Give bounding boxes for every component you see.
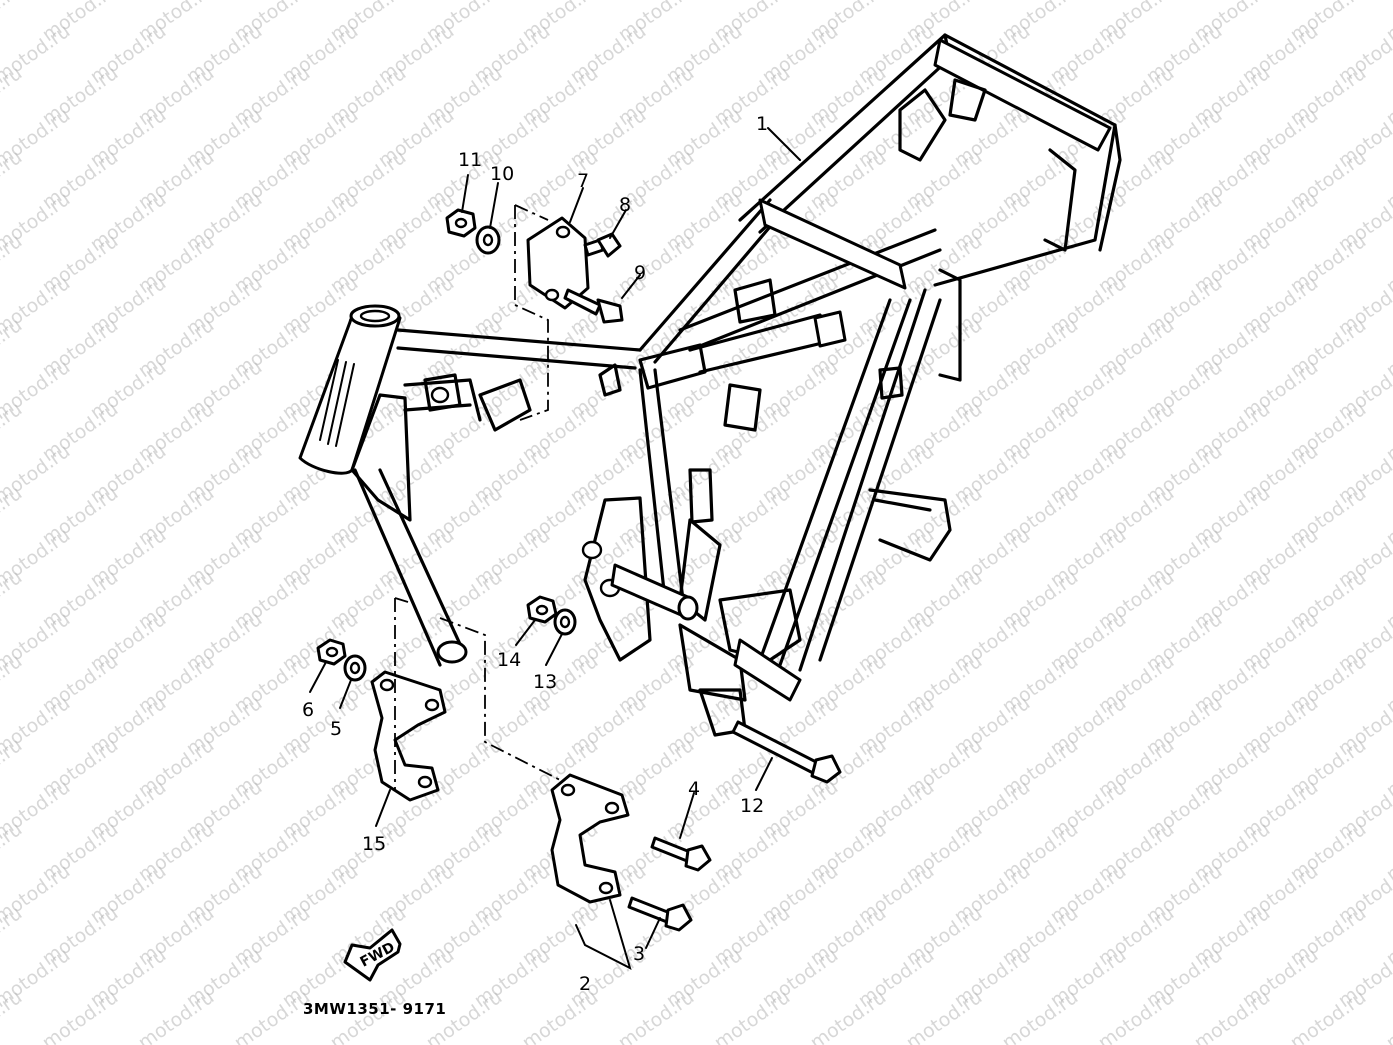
nut-11: [445, 208, 477, 238]
callout-8: 8: [619, 194, 631, 216]
callout-4: 4: [688, 778, 700, 800]
watermark-text: motod.ru: [230, 986, 314, 1045]
callout-12: 12: [740, 795, 764, 817]
callout-2: 2: [579, 973, 591, 995]
washer-5: [343, 654, 367, 682]
bolt-9: [563, 288, 624, 324]
bracket-15: [370, 670, 447, 802]
watermark-text: motod.ru: [1190, 986, 1274, 1045]
watermark-text: motod.ru: [38, 986, 122, 1045]
watermark-text: motod.ru: [998, 986, 1082, 1045]
washer-10: [475, 225, 501, 255]
callout-11: 11: [458, 149, 482, 171]
callout-5: 5: [330, 718, 342, 740]
nut-14: [526, 595, 558, 624]
callout-3: 3: [633, 943, 645, 965]
bolt-12: [731, 720, 842, 784]
assembly-lines: [394, 204, 561, 790]
nut-6: [316, 638, 347, 666]
leader-lines: [309, 127, 801, 970]
watermark-text: motod.ru: [806, 986, 890, 1045]
callout-1: 1: [756, 113, 768, 135]
callout-15: 15: [362, 833, 386, 855]
callout-numbers: 1 2 3 4 5 6 7 8 9 10 11 12 13 14 15: [302, 113, 768, 995]
bolt-3: [627, 896, 693, 932]
callout-14: 14: [497, 649, 521, 671]
watermark-text: motod.ru: [134, 986, 218, 1045]
callout-10: 10: [490, 163, 514, 185]
callout-9: 9: [634, 262, 646, 284]
watermark-text: motod.ru: [1382, 986, 1393, 1045]
bracket-plate-7: [526, 216, 590, 310]
main-frame: [298, 33, 1122, 737]
watermark-text: motod.ru: [614, 986, 698, 1045]
callout-7: 7: [577, 170, 589, 192]
bolt-4: [650, 836, 712, 872]
diagram-code: 3MW1351- 9171: [303, 1000, 446, 1018]
callout-13: 13: [533, 671, 557, 693]
watermark-text: motod.ru: [0, 0, 26, 46]
callout-6: 6: [302, 699, 314, 721]
engine-bracket-2: [550, 773, 630, 904]
watermark-text: motod.ru: [1286, 986, 1370, 1045]
watermark-text: motod.ru: [902, 986, 986, 1045]
washer-13: [553, 608, 577, 636]
bolt-8: [583, 232, 622, 258]
watermark-text: motod.ru: [1094, 986, 1178, 1045]
watermark-text: motod.ru: [710, 986, 794, 1045]
